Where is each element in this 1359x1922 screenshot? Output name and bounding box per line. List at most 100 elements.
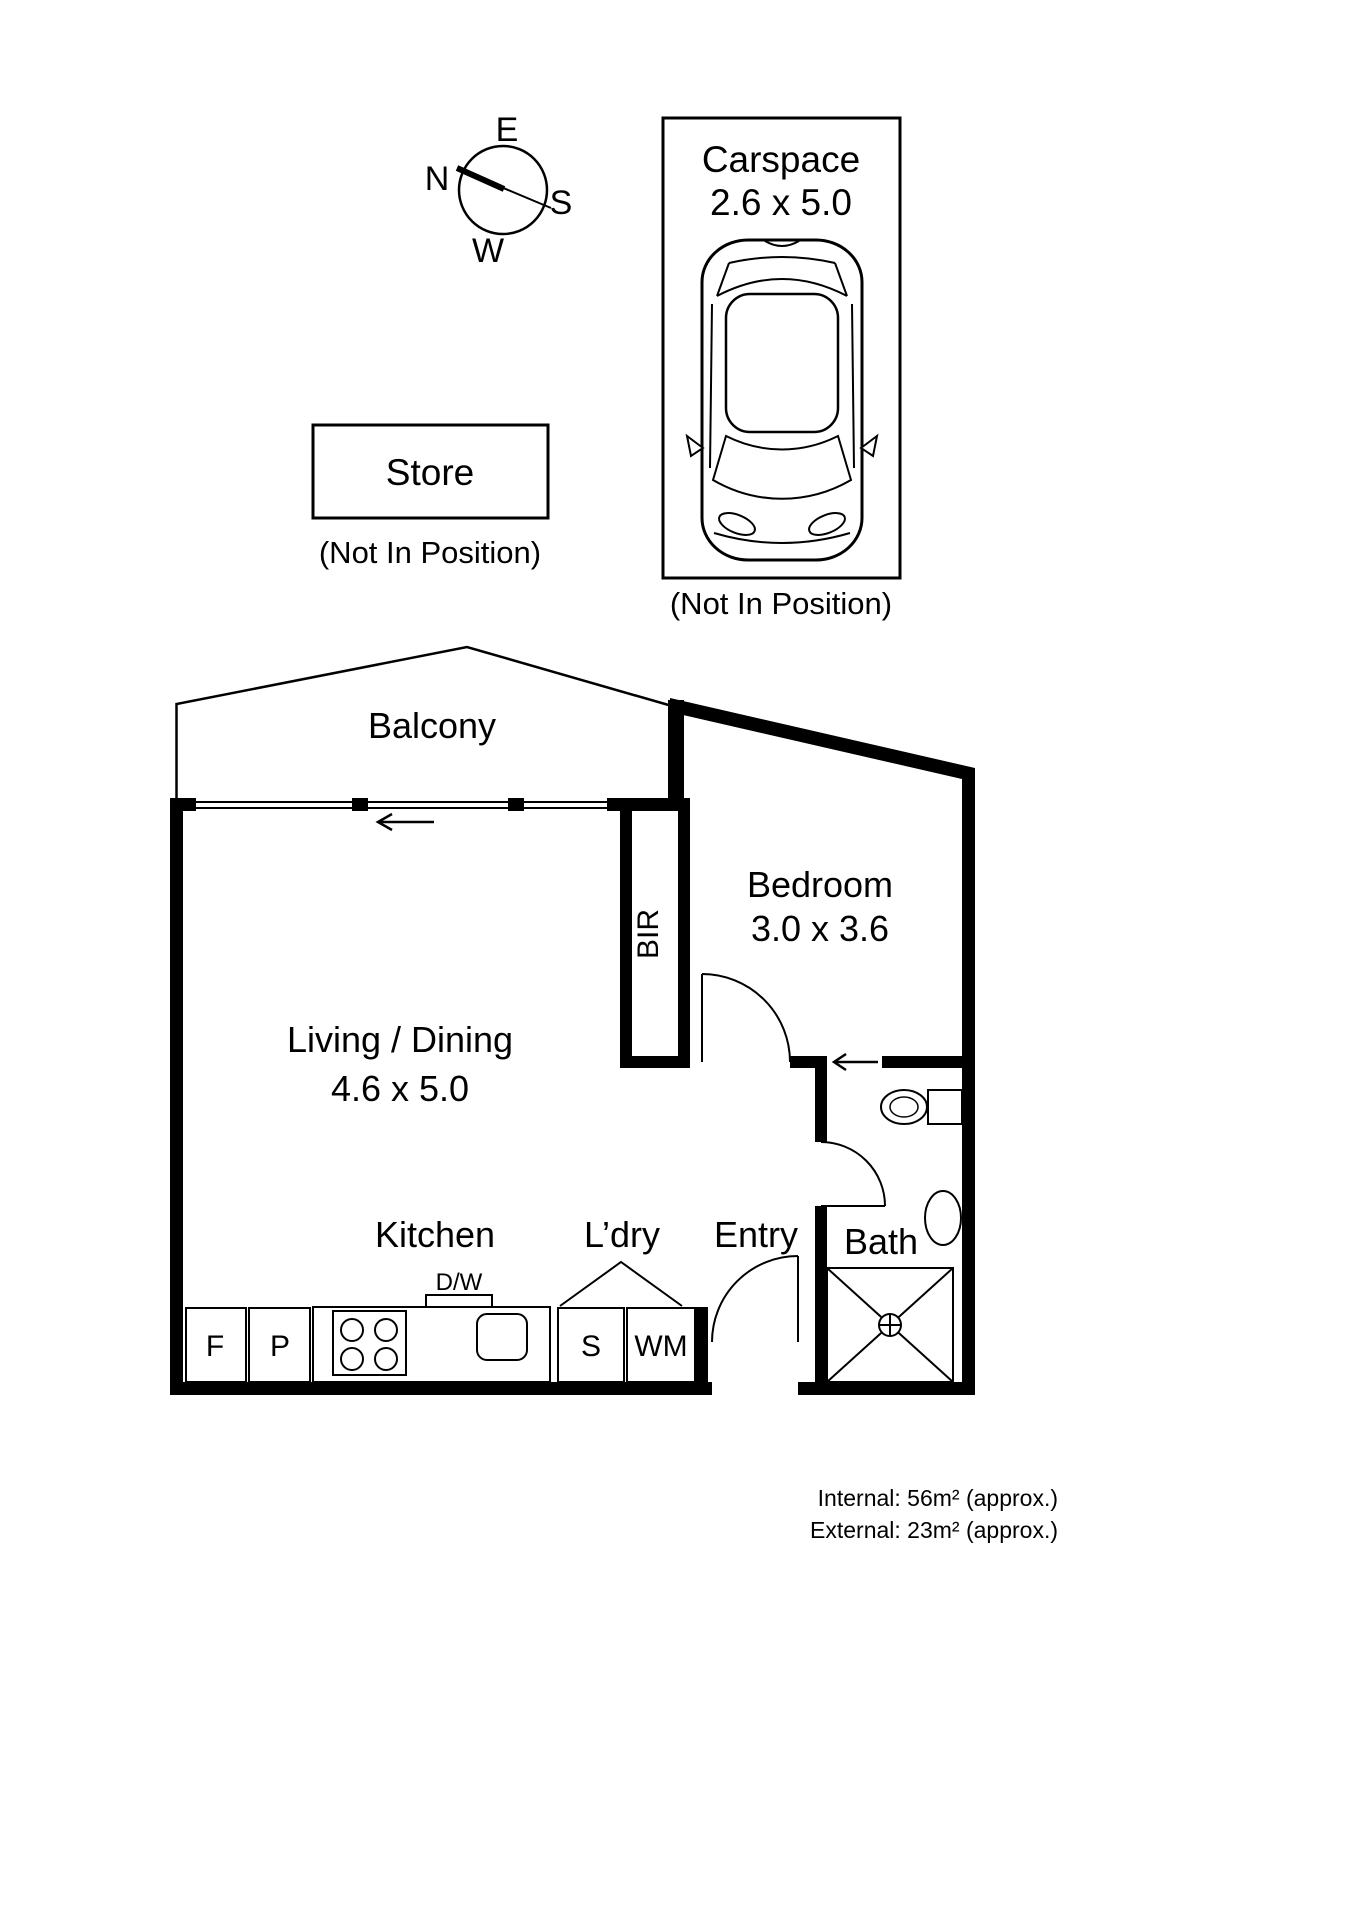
bedroom-door-arc [701,973,791,1063]
balcony-outline [175,645,673,800]
bath-door-arc [820,1141,886,1207]
cooktop [332,1310,407,1376]
hall-arrow-head [831,1052,847,1072]
car-right-headlight [808,512,846,536]
car-right-door-line [851,303,855,469]
car-left-mirror [685,433,705,458]
bedroom-slanted-wall [670,698,975,782]
car-rear-window-lower [716,278,848,297]
compass-east-label: E [496,111,519,149]
bir-right-wall [678,811,690,1068]
car-front-bumper-line [713,532,851,544]
entry-label: Entry [714,1214,798,1255]
laundry-entry-stub-wall [695,1307,708,1395]
cooktop-burner [374,1347,398,1371]
fridge-label: F [206,1330,224,1363]
laundry-fittings [557,1260,696,1383]
external-area-text: External: 23m² (approx.) [810,1517,1058,1543]
bir-label: BIR [632,909,665,959]
kitchen-fittings [185,1294,551,1383]
room-labels: Balcony Bedroom 3.0 x 3.6 BIR Living / D… [206,705,918,1363]
toilet-bowl-inner [889,1096,919,1118]
window-wall-mullion [352,798,368,811]
bath-left-wall-lower [815,1206,827,1382]
washing-machine-label: WM [634,1330,687,1363]
pantry-box [248,1307,311,1383]
car-rear-window-upper [728,256,836,264]
store-outline [311,423,550,520]
compass-west-label: W [472,232,504,270]
balcony-label: Balcony [368,705,496,746]
balcony-arrow-head [375,812,393,832]
car-body [700,238,864,562]
left-wall [170,798,183,1395]
area-summary: Internal: 56m² (approx.) External: 23m² … [810,1485,1058,1543]
bath-left-wall-upper [815,1056,827,1142]
direction-arrows [375,812,878,1072]
car-windshield [711,434,853,500]
cooktop-burner [340,1318,364,1342]
walls [170,698,975,1395]
pantry-label: P [270,1330,290,1363]
laundry-folding-doors [559,1260,683,1307]
internal-area-text: Internal: 56m² (approx.) [818,1485,1058,1511]
bedroom-label: Bedroom [747,864,893,905]
bath-label: Bath [844,1221,918,1262]
car-rear-notch [764,240,800,247]
car-left-door-line [709,303,713,469]
toilet-cistern [927,1089,963,1125]
dishwasher-label: D/W [436,1269,483,1296]
cooktop-burner [340,1347,364,1371]
entry-door-arc [711,1255,799,1343]
right-wall [962,768,975,1395]
bir-bottom-wall [620,1056,690,1068]
carspace-section: Carspace 2.6 x 5.0 (Not In Position) [661,116,902,621]
kitchen-label: Kitchen [375,1214,495,1255]
laundry-sink-label: S [581,1330,601,1363]
car-top-view [685,238,879,562]
balcony-pier-wall [668,700,684,811]
laundry-sink-box [557,1307,625,1383]
doors [701,973,886,1343]
balcony-windows [196,801,607,809]
toilet-bowl [880,1089,928,1125]
compass-south-label: S [550,184,573,222]
store-section: Store (Not In Position) [311,423,550,570]
washing-machine-box [626,1307,696,1383]
hall-wall-segment [790,1056,822,1068]
laundry-label: L’dry [584,1214,660,1255]
living-dining-dimensions: 4.6 x 5.0 [331,1068,469,1109]
bottom-wall-right-run [798,1382,975,1395]
compass-north-label: N [425,160,450,198]
cooktop-burner [374,1318,398,1342]
carspace-outline [661,116,902,580]
store-title: Store [386,452,474,493]
bottom-wall-left-run [170,1382,712,1395]
bath-fittings [826,1089,963,1383]
bir-left-wall [620,811,632,1068]
bath-top-wall [882,1056,975,1068]
store-note: (Not In Position) [319,535,541,570]
dishwasher [425,1294,493,1308]
kitchen-counter [312,1306,551,1383]
apartment-plan: Balcony Bedroom 3.0 x 3.6 BIR Living / D… [170,645,975,1395]
fridge-box [185,1307,247,1383]
window-wall-mullion [508,798,524,811]
compass-needle-north-half [455,165,506,192]
car-right-mirror [859,433,879,458]
kitchen-sink [476,1313,528,1361]
basin [924,1190,962,1246]
car-rear-window-left [716,262,730,297]
carspace-dimensions: 2.6 x 5.0 [710,182,852,223]
window-wall-segment [170,798,196,811]
compass-rose: E N S W [425,111,573,270]
shower-base [826,1267,954,1383]
car-left-headlight [718,512,756,536]
compass-circle [457,144,549,236]
carspace-note: (Not In Position) [670,586,892,621]
car-rear-window-right [834,262,848,297]
carspace-title: Carspace [702,139,860,180]
car-roof [724,292,840,434]
